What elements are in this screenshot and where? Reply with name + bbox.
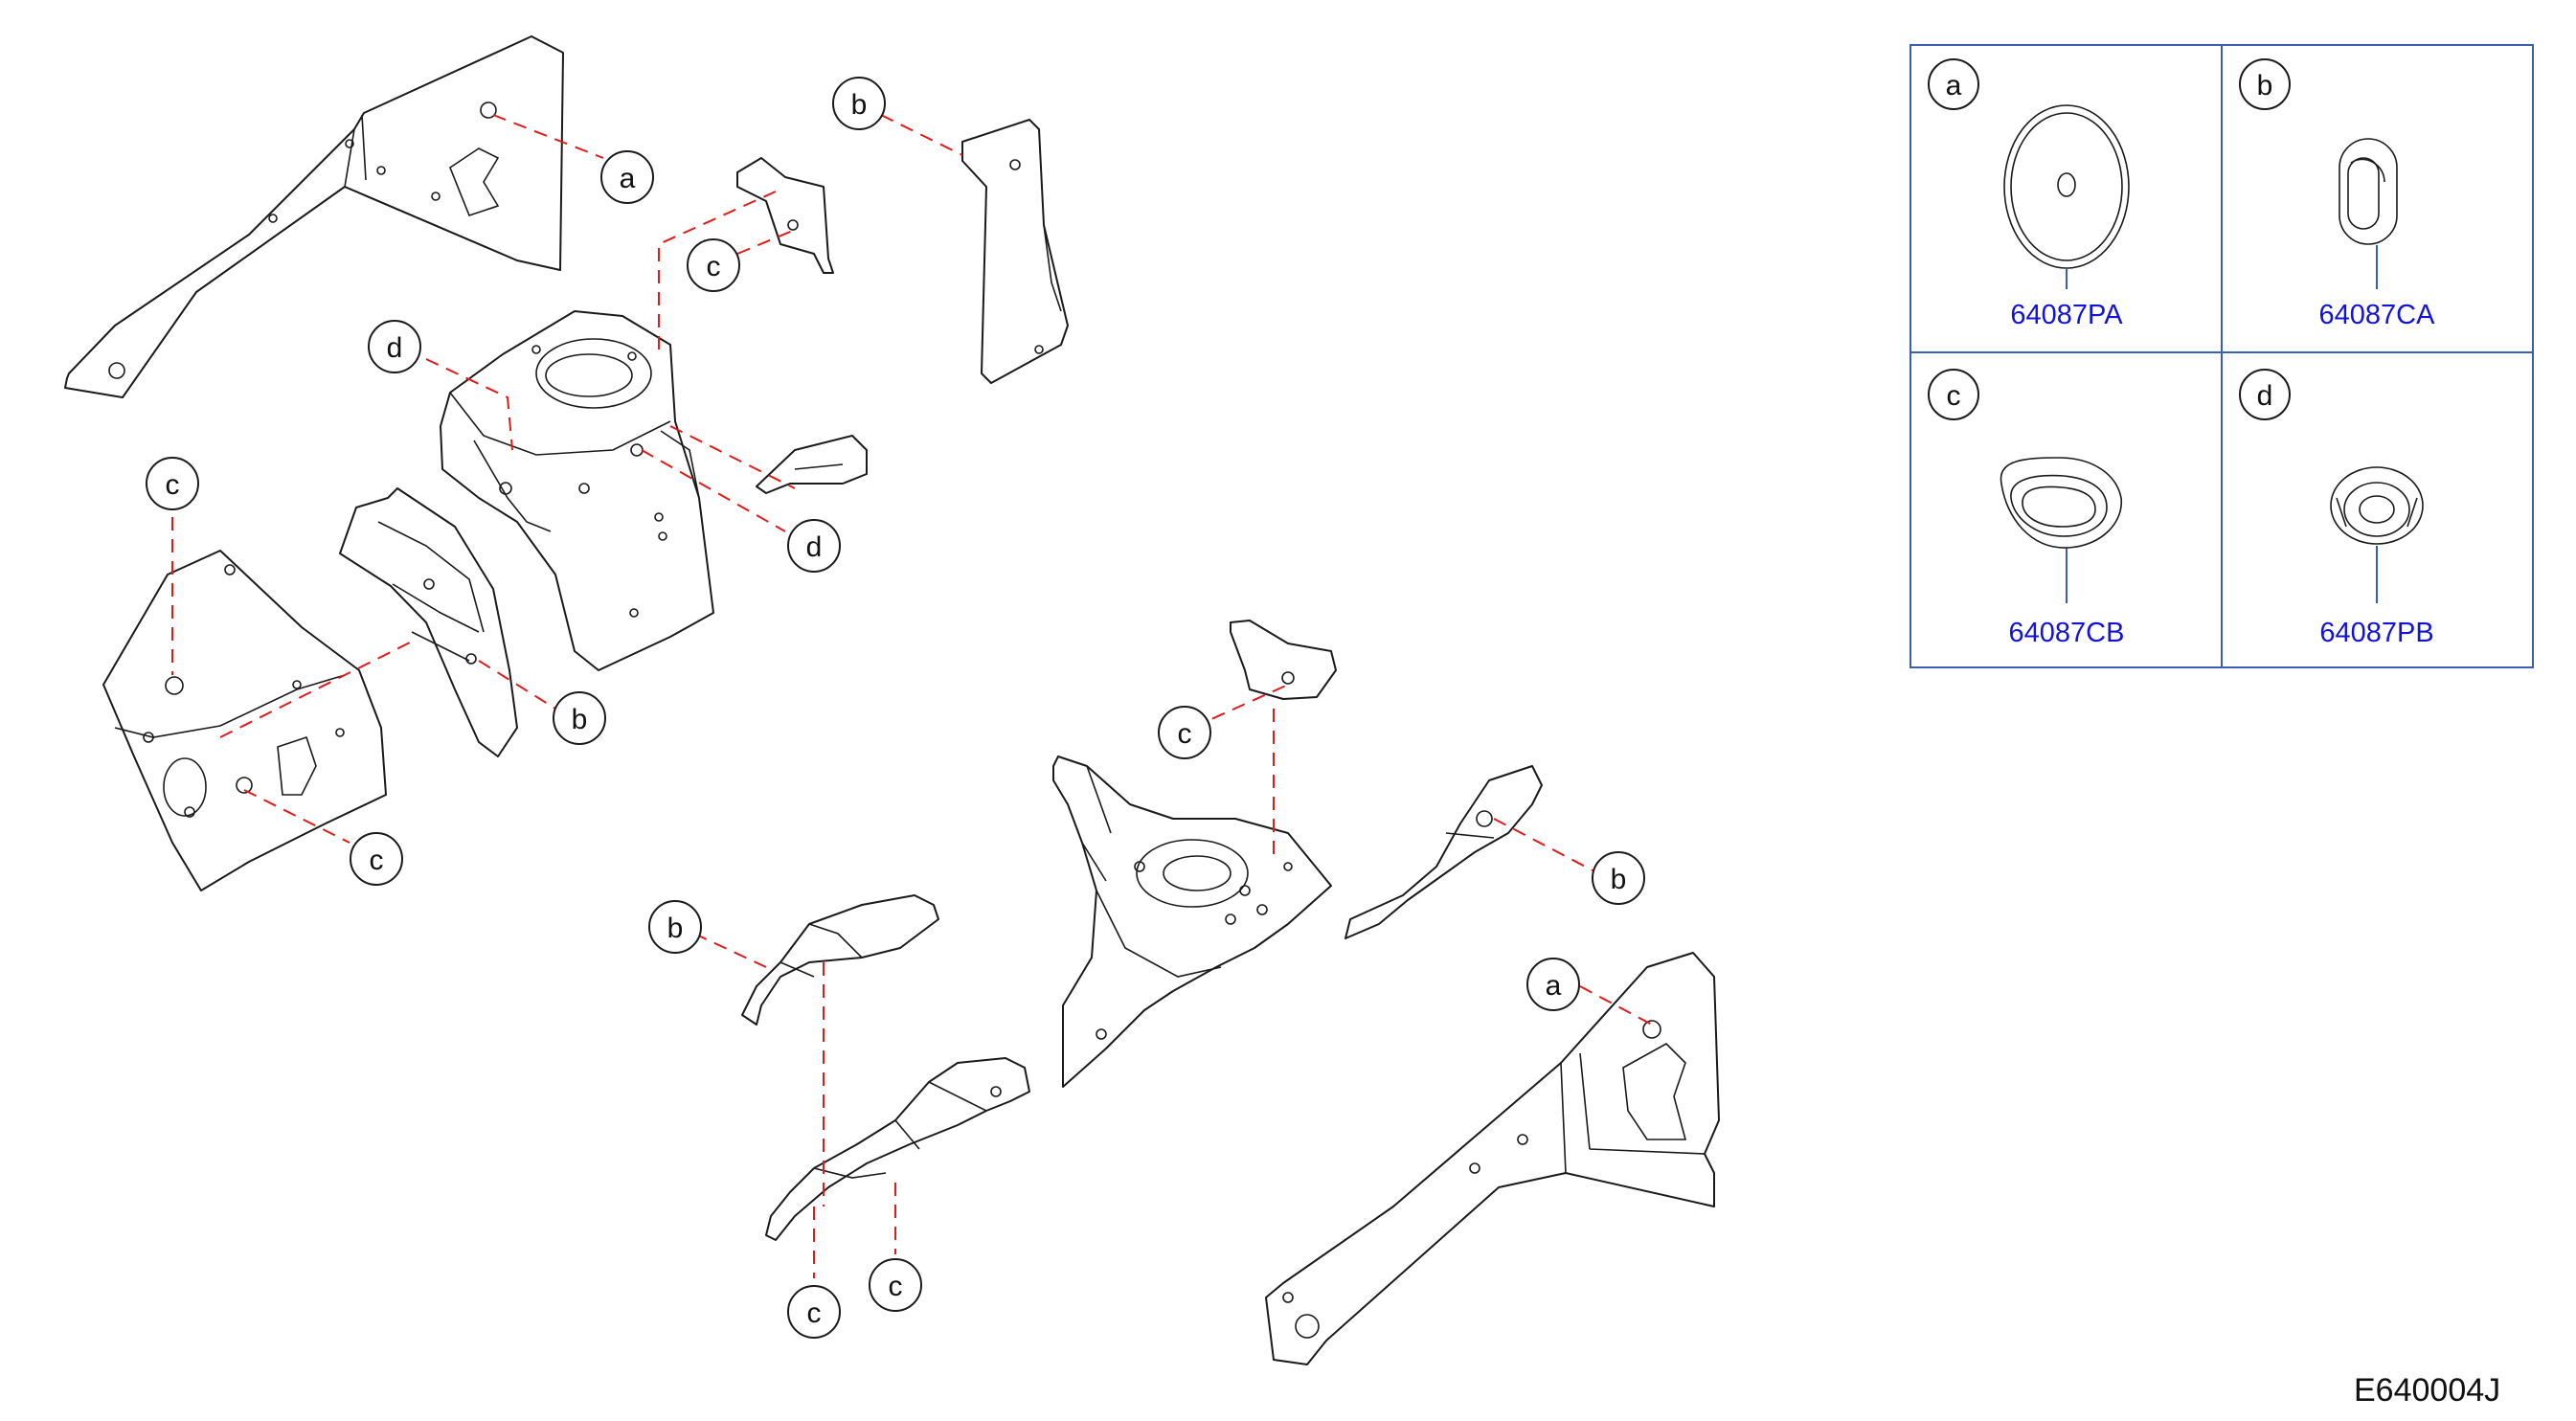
legend-cell-b: b 64087CA [2239, 58, 2436, 330]
wheel-apron-part [102, 550, 387, 891]
svg-text:a: a [620, 163, 636, 194]
callout-c-5: c [787, 1285, 841, 1339]
lower-small-bracket-part [1230, 620, 1337, 700]
legend-cell-c: c 64087CB [1928, 369, 2125, 648]
callout-d-1: d [368, 320, 421, 373]
callout-c-1: c [687, 238, 740, 292]
svg-text:c: c [807, 1297, 822, 1329]
legend-table: a 64087PA b 64087CA c [1909, 44, 2534, 668]
callout-c-6: c [869, 1258, 922, 1312]
svg-text:c: c [889, 1271, 903, 1302]
svg-text:c: c [166, 469, 180, 501]
svg-text:c: c [370, 845, 384, 876]
svg-text:a: a [1546, 970, 1562, 1002]
diagram-code: E640004J [2354, 1372, 2500, 1409]
oval-grommet-icon [2000, 457, 2122, 549]
part-number-64087CB: 64087CB [2009, 618, 2125, 648]
callout-c-2: c [146, 457, 199, 510]
upper-strut-housing-part [440, 310, 714, 671]
lower-side-member-part [1265, 952, 1720, 1365]
callout-a-2: a [1526, 958, 1580, 1011]
lower-right-reinforcement-part [1344, 765, 1543, 939]
leader-lines [171, 114, 1653, 1278]
svg-text:b: b [1611, 864, 1627, 895]
part-number-64087CA: 64087CA [2319, 300, 2436, 330]
svg-text:b: b [572, 704, 588, 735]
lower-strut-housing-part [1052, 756, 1332, 1088]
lower-left-upper-reinforcement-part [741, 894, 939, 1026]
legend-cell-d: d 64087PB [2239, 369, 2434, 648]
oval-plug-icon [2339, 138, 2398, 245]
svg-text:d: d [387, 332, 403, 364]
upper-side-member-part [64, 35, 564, 398]
part-number-64087PA: 64087PA [2010, 300, 2123, 330]
svg-text:b: b [667, 913, 684, 944]
round-grommet-icon [2330, 466, 2424, 545]
upper-reinforcement-part [961, 119, 1069, 384]
svg-text:c: c [707, 251, 721, 282]
callout-b-2: b [553, 691, 606, 745]
callout-a-1: a [600, 150, 654, 204]
callout-b-3: b [1592, 851, 1645, 905]
svg-text:d: d [2257, 380, 2273, 412]
svg-text:d: d [806, 531, 823, 563]
svg-text:a: a [1946, 70, 1962, 102]
legend-cell-a: a 64087PA [1928, 58, 2130, 330]
callout-c-3: c [350, 832, 403, 886]
svg-text:c: c [1947, 380, 1961, 412]
curved-reinforcement-part [339, 487, 518, 757]
upper-wedge-bracket-part [756, 435, 868, 494]
svg-text:b: b [851, 89, 868, 121]
svg-text:b: b [2257, 70, 2273, 102]
callout-d-2: d [787, 519, 841, 573]
part-number-64087PB: 64087PB [2319, 618, 2433, 648]
upper-small-bracket-part [736, 157, 834, 274]
svg-text:c: c [1178, 718, 1192, 750]
round-flat-grommet-icon [2003, 104, 2130, 269]
lower-left-lower-reinforcement-part [765, 1057, 1030, 1241]
callout-b-1: b [832, 77, 886, 130]
callout-c-4: c [1158, 706, 1211, 759]
callout-b-4: b [648, 900, 702, 954]
